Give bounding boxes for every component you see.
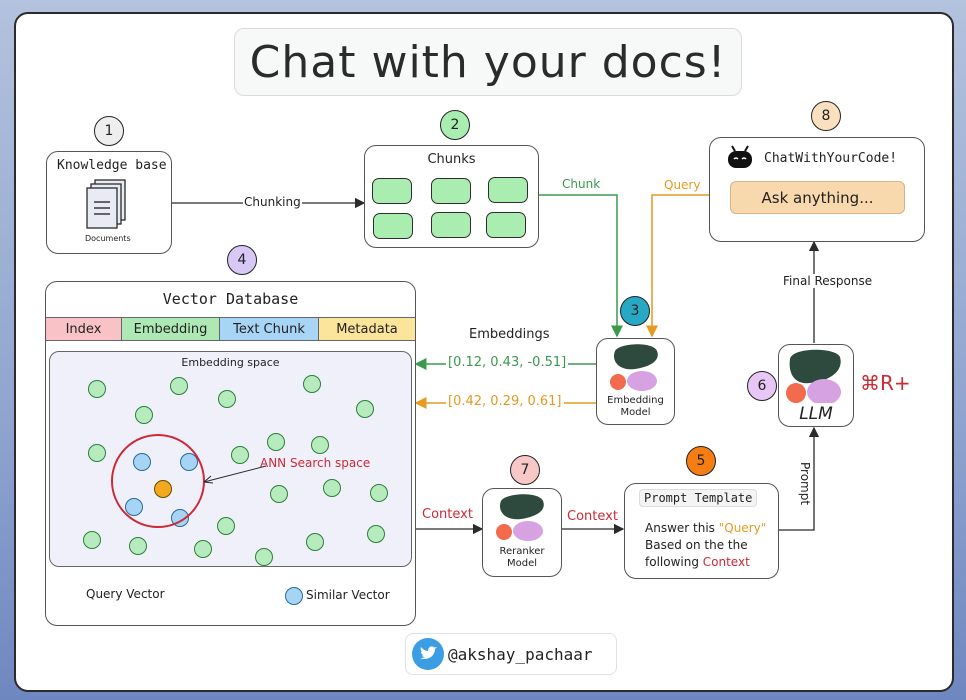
vector-dot [303,375,321,393]
vector-dot [267,433,285,451]
embedding-space: Embedding space ANN Search space [49,351,412,567]
legend-query-vector: Query Vector [86,587,165,601]
vector-dot [255,548,273,566]
vector-database-box: Vector Database Index Embedding Text Chu… [45,281,416,626]
chunk-item [372,178,412,204]
vector-database-title: Vector Database [162,290,299,308]
embeddings-label: Embeddings [469,327,550,342]
step-badge-4: 4 [227,245,257,275]
prompt-query-highlight: "Query" [718,521,767,535]
vector-dot [356,400,374,418]
vector-dot [170,377,188,395]
reranker-logo-icon [496,494,544,541]
vector-dot [194,540,212,558]
chat-app-box: ChatWithYourCode! Ask anything... [709,137,925,242]
vector-dot [218,390,236,408]
column-index: Index [46,318,122,340]
vector-dot [83,531,101,549]
embedding-model-logo-icon [610,344,658,391]
vector-dot [323,479,341,497]
vector-dot [135,406,153,424]
vector-dot [129,537,147,555]
step-badge-7: 7 [510,455,540,485]
chunk-arrow [538,194,623,338]
chunk-item [373,213,413,239]
ann-search-label: ANN Search space [260,456,371,470]
bot-icon [728,145,752,168]
knowledge-base-title: Knowledge base [57,158,167,173]
embedding-model-label: Embedding Model [597,395,674,419]
embedding-vector-query: [0.42, 0.29, 0.61] [446,394,564,409]
chunk-item [431,212,471,238]
context-label-1: Context [422,507,473,522]
knowledge-base-box: Knowledge base Documents [46,151,172,254]
step-badge-1: 1 [94,116,124,146]
step-badge-8: 8 [811,101,841,131]
column-text-chunk: Text Chunk [220,318,319,340]
step-badge-5: 5 [686,446,716,476]
prompt-line3-text: following [645,555,703,569]
prompt-template-title: Prompt Template [639,489,758,507]
vector-dot [367,525,385,543]
prompt-line2-text: Based on the the [645,538,748,552]
reranker-label-line1: Reranker [499,546,545,557]
embedding-model-label-line1: Embedding [607,395,664,406]
embedding-model-label-line2: Model [620,407,651,418]
twitter-icon [412,638,444,670]
column-metadata: Metadata [319,318,415,340]
reranker-label-line2: Model [506,558,538,569]
chunk-item [488,177,528,203]
vector-dot [270,485,288,503]
embedding-space-label: Embedding space [181,356,280,369]
vector-dot [88,380,106,398]
llm-box: LLM [778,344,854,427]
ask-input[interactable]: Ask anything... [730,181,905,214]
vector-dot [231,446,249,464]
prompt-context-highlight: Context [702,555,750,569]
query-arrow [646,194,710,338]
prompt-template-body: Answer this "Query" Based on the the fol… [645,520,766,571]
step-badge-6: 6 [747,371,777,401]
llm-label: LLM [799,404,833,424]
chunk-item [486,212,526,238]
step-badge-2: 2 [440,110,470,140]
step-badge-3: 3 [620,296,650,326]
vector-dot [217,517,235,535]
vector-dot [88,444,106,462]
query-label: Query [664,178,701,192]
legend-similar-icon [285,587,303,605]
chunk-label: Chunk [562,177,601,191]
vector-dot [306,533,324,551]
author-footer: @akshay_pachaar [405,633,617,675]
vector-dot [370,484,388,502]
documents-icon [86,179,126,229]
chunk-item [431,178,471,204]
chunks-box: Chunks [364,145,539,248]
final-response-label: Final Response [783,274,873,288]
embedding-model-box: Embedding Model [596,338,675,425]
documents-label: Documents [85,234,131,243]
prompt-arrow [778,426,820,531]
prompt-line1-text: Answer this [645,521,719,535]
embedding-vector-chunk: [0.12, 0.43, -0.51] [446,355,569,370]
vector-dot [311,436,329,454]
cohere-brand-mark: ⌘R+ [860,371,911,395]
vector-db-columns: Index Embedding Text Chunk Metadata [46,317,415,341]
llm-logo-icon [786,349,841,403]
ann-search-circle [111,434,205,528]
reranker-model-box: Reranker Model [482,488,562,577]
reranker-model-label: Reranker Model [483,546,561,570]
ann-pointer-arrow [203,465,267,484]
chat-app-name: ChatWithYourCode! [764,151,898,166]
column-embedding: Embedding [122,318,220,340]
context-label-2: Context [567,509,618,524]
author-handle[interactable]: @akshay_pachaar [448,644,593,664]
chunks-title: Chunks [427,152,476,167]
prompt-label: Prompt [798,462,812,506]
page-title: Chat with your docs! [234,28,742,96]
chunking-label: Chunking [243,195,302,209]
legend-similar-vector: Similar Vector [306,588,390,602]
prompt-template-box: Prompt Template Answer this "Query" Base… [624,483,779,579]
